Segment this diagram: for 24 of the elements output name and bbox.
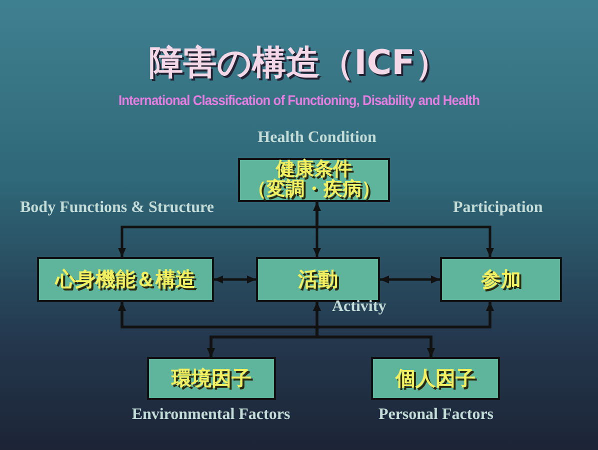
arrow xyxy=(313,202,321,257)
arrow xyxy=(316,202,494,257)
box-label: 活動 xyxy=(298,269,338,290)
box-label: 参加 xyxy=(481,269,521,290)
arrow xyxy=(380,276,440,284)
box-label: 個人因子 xyxy=(396,368,476,389)
title: 障害の構造（ICF） xyxy=(148,42,450,85)
box-label: （変調・疾病） xyxy=(248,180,380,200)
process-box xyxy=(37,257,214,302)
process-box xyxy=(440,257,562,302)
caption-text: Body Functions & Structure xyxy=(20,199,214,217)
process-box xyxy=(371,357,500,400)
subtitle: International Classification of Functioning, Disability and Health xyxy=(117,92,481,108)
process-box xyxy=(238,158,390,202)
caption-text: Health Condition xyxy=(256,129,378,147)
box-label: 環境因子 xyxy=(172,368,252,389)
arrow xyxy=(316,302,494,357)
caption-text: Environmental Factors xyxy=(130,406,292,424)
arrow xyxy=(214,276,256,284)
box-label: 心身機能＆構造 xyxy=(56,269,196,290)
box-label: 健康条件 xyxy=(276,160,352,180)
process-box xyxy=(147,357,276,400)
caption-text: Participation xyxy=(453,199,543,217)
caption-text: Activity xyxy=(332,298,386,316)
